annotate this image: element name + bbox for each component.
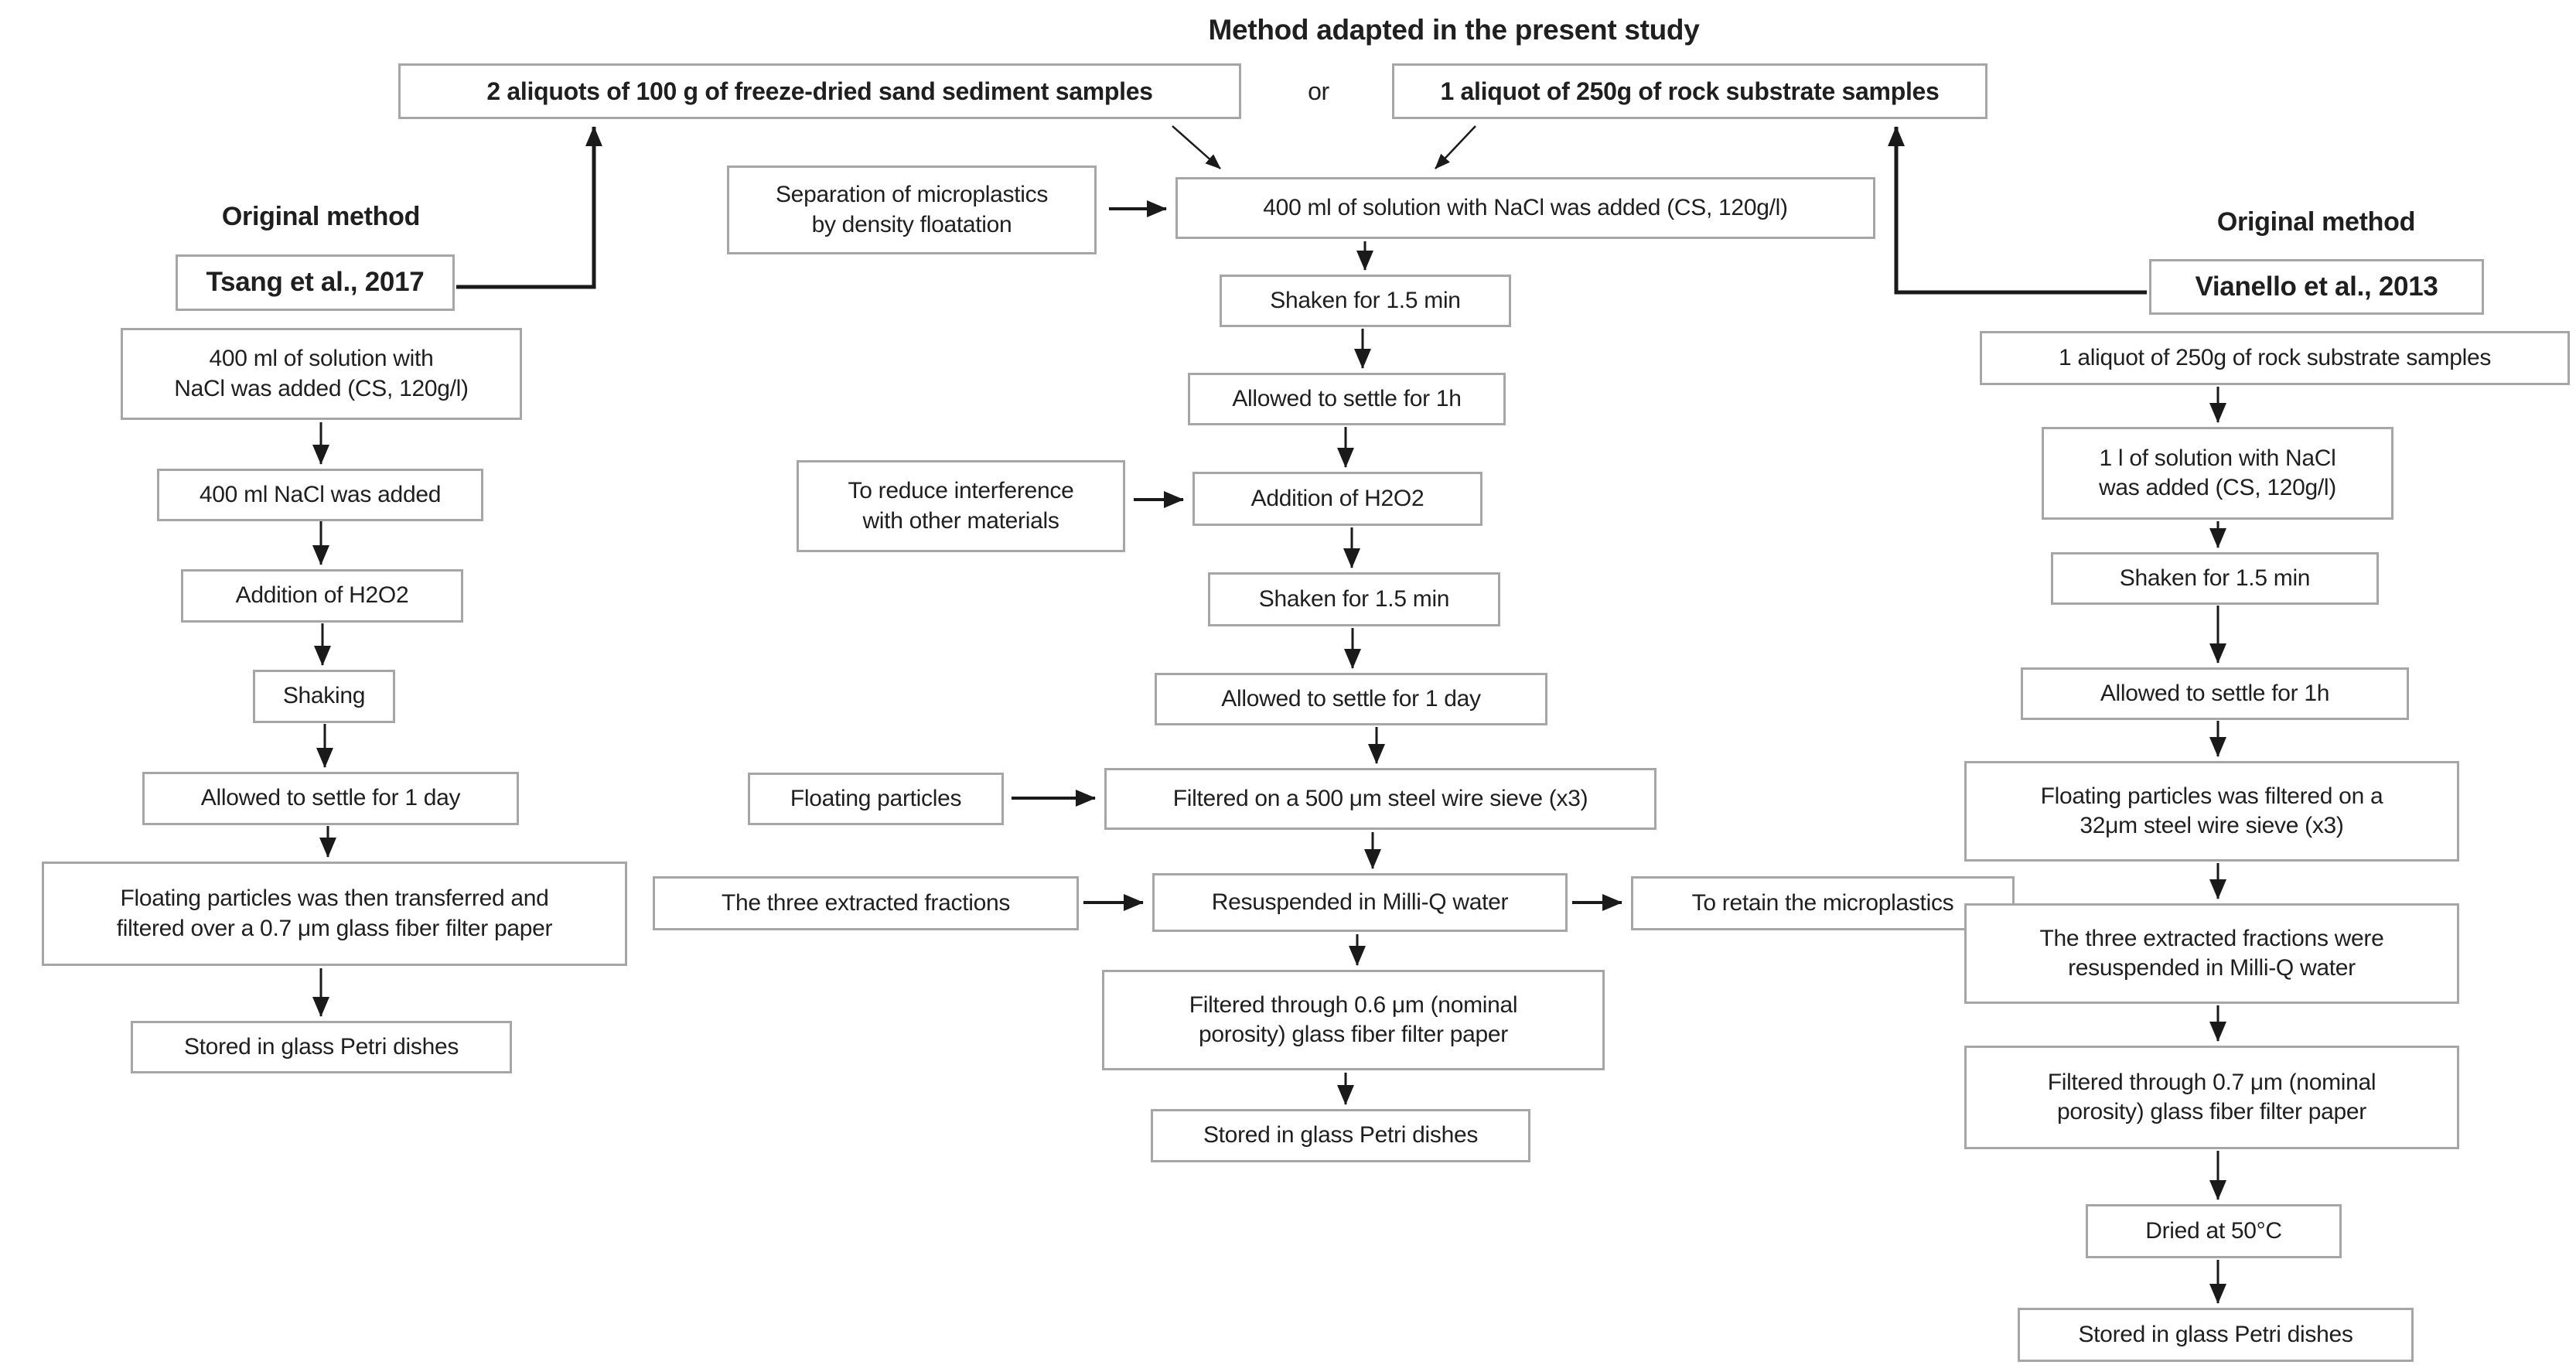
connector-vianello-to-rock (1888, 126, 2147, 295)
input-box-sand-samples: 2 aliquots of 100 g of freeze-dried sand… (398, 63, 1241, 119)
right-step-shaken: Shaken for 1.5 min (2051, 552, 2379, 605)
left-step-stored: Stored in glass Petri dishes (131, 1021, 512, 1073)
left-step-solution-nacl: 400 ml of solution with NaCl was added (… (121, 328, 522, 420)
right-step-dried: Dried at 50°C (2086, 1204, 2342, 1258)
mid-step-shaken-2: Shaken for 1.5 min (1208, 572, 1500, 626)
left-step-settle-1day: Allowed to settle for 1 day (142, 772, 519, 825)
right-step-aliquot: 1 aliquot of 250g of rock substrate samp… (1980, 331, 2570, 385)
mid-step-solution-nacl: 400 ml of solution with NaCl was added (… (1175, 177, 1875, 239)
right-step-solution-nacl: 1 l of solution with NaCl was added (CS,… (2042, 427, 2393, 520)
arrow-rock-to-solution (1435, 125, 1476, 169)
mid-step-sieve-500um: Filtered on a 500 μm steel wire sieve (x… (1104, 768, 1656, 830)
left-step-nacl-added: 400 ml NaCl was added (157, 469, 483, 521)
right-step-settle-1h: Allowed to settle for 1h (2021, 667, 2409, 720)
right-method-reference: Vianello et al., 2013 (2149, 259, 2484, 315)
connector-tsang-to-sand (456, 126, 602, 289)
right-method-heading: Original method (2216, 206, 2416, 237)
input-box-rock-samples: 1 aliquot of 250g of rock substrate samp… (1392, 63, 1987, 119)
annotation-reduce-interference: To reduce interference with other materi… (797, 460, 1125, 552)
right-step-stored: Stored in glass Petri dishes (2018, 1308, 2414, 1362)
left-step-floating-filtered: Floating particles was then transferred … (42, 862, 627, 966)
arrow-sand-to-solution (1172, 125, 1221, 169)
diagram-title: Method adapted in the present study (1208, 14, 1700, 46)
left-method-heading: Original method (221, 201, 421, 231)
right-step-resuspended: The three extracted fractions were resus… (1964, 903, 2459, 1004)
mid-step-settle-1h: Allowed to settle for 1h (1188, 373, 1506, 425)
left-method-reference: Tsang et al., 2017 (176, 254, 455, 311)
left-step-shaking: Shaking (253, 670, 395, 723)
mid-step-resuspended: Resuspended in Milli-Q water (1152, 873, 1568, 932)
annotation-retain-microplastics: To retain the microplastics (1631, 876, 2015, 930)
mid-step-stored: Stored in glass Petri dishes (1151, 1109, 1530, 1162)
annotation-separation: Separation of microplastics by density f… (727, 166, 1097, 254)
annotation-floating-particles: Floating particles (748, 773, 1004, 825)
left-step-h2o2: Addition of H2O2 (181, 569, 463, 623)
annotation-extracted-fractions: The three extracted fractions (653, 876, 1079, 930)
mid-step-filter-06um: Filtered through 0.6 μm (nominal porosit… (1102, 970, 1605, 1070)
mid-step-h2o2: Addition of H2O2 (1192, 472, 1482, 526)
right-step-sieve-32um: Floating particles was filtered on a 32μ… (1964, 761, 2459, 862)
right-step-filter-07um: Filtered through 0.7 μm (nominal porosit… (1964, 1046, 2459, 1149)
mid-step-shaken-1: Shaken for 1.5 min (1220, 275, 1511, 327)
mid-step-settle-1day: Allowed to settle for 1 day (1155, 673, 1547, 725)
or-label: or (1308, 77, 1329, 105)
